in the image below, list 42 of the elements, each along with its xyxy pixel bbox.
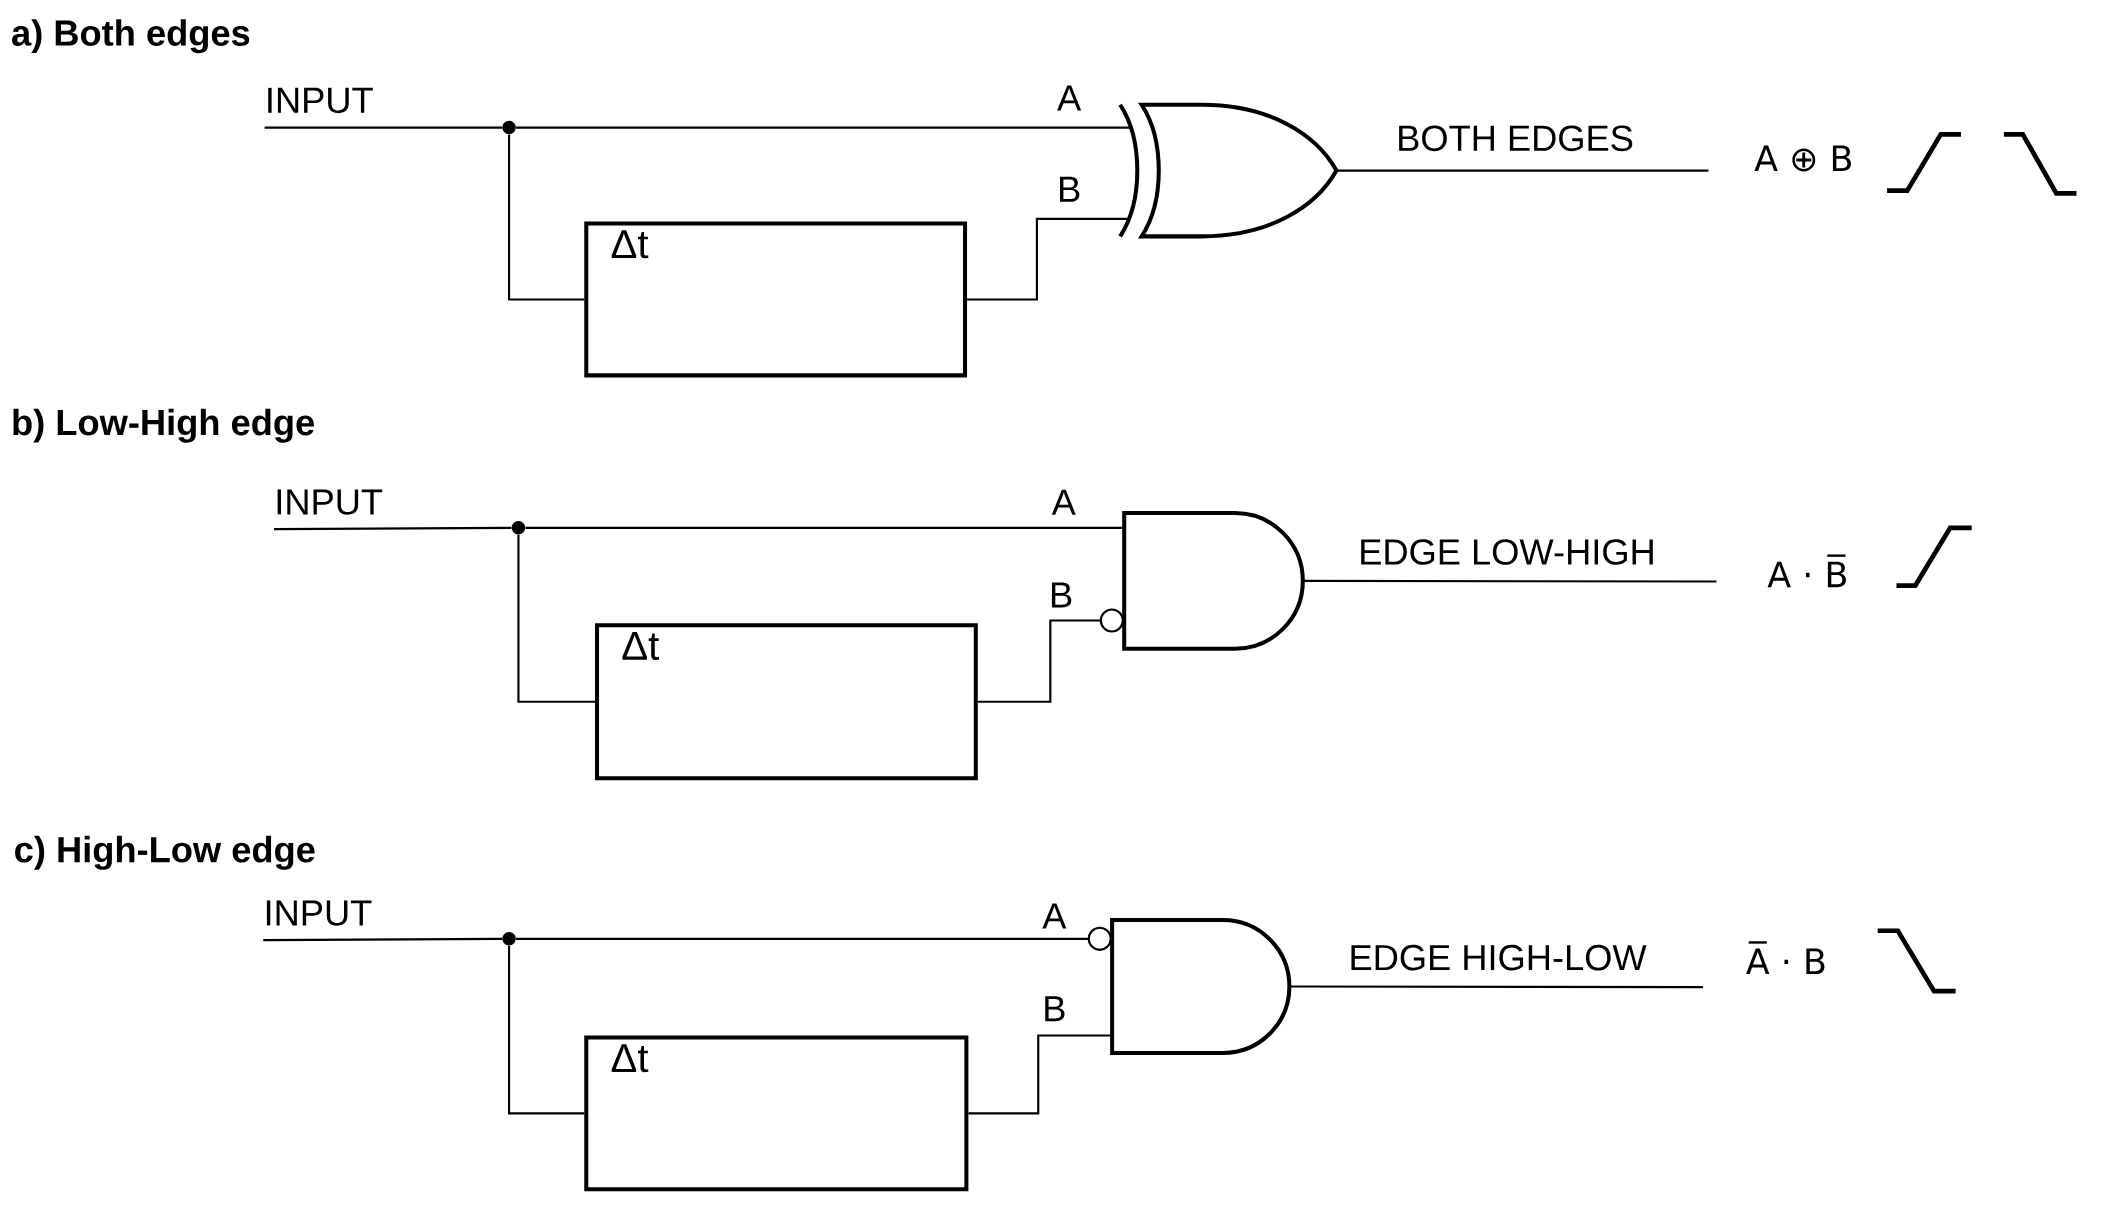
panel-title: a) Both edges xyxy=(12,19,250,54)
junction-dot xyxy=(511,521,526,535)
edge-label: EDGE HIGH-LOW xyxy=(1351,944,1647,971)
edge-label: B xyxy=(1045,996,1065,1022)
wire xyxy=(507,945,585,1115)
input-label: INPUT xyxy=(277,489,383,515)
junction-dot xyxy=(502,932,516,946)
wire xyxy=(264,126,503,129)
wire xyxy=(517,534,595,703)
edge-label: A xyxy=(1042,903,1067,929)
xor-gate xyxy=(1118,102,1339,239)
wire xyxy=(516,926,1112,951)
and-gate xyxy=(1122,510,1305,651)
wire xyxy=(516,126,1131,129)
input-label: INPUT xyxy=(266,900,372,926)
edge-label: EDGE LOW-HIGH xyxy=(1361,539,1653,565)
input-label: INPUT xyxy=(268,87,373,114)
and-gate xyxy=(1110,917,1292,1055)
wire xyxy=(525,526,1124,529)
panel-title: c) High-Low edge xyxy=(15,835,315,870)
edge-label: B xyxy=(1051,582,1072,608)
panel-title: b) Low-High edge xyxy=(13,408,314,443)
boolean-expression: A ⊕ B xyxy=(1754,145,1851,172)
wire xyxy=(1289,985,1704,989)
wire xyxy=(968,1034,1112,1115)
edge-label: B xyxy=(1060,176,1080,202)
edge-label: A xyxy=(1051,489,1076,515)
wire xyxy=(977,608,1124,703)
boolean-expression: A · B̅ xyxy=(1767,554,1846,588)
wire xyxy=(274,526,512,531)
wire xyxy=(507,134,585,301)
edge-label: A xyxy=(1057,85,1082,111)
delay-box: Δt xyxy=(584,1035,969,1192)
wire xyxy=(967,217,1131,301)
wire xyxy=(263,937,503,942)
wire xyxy=(1336,169,1709,172)
wire xyxy=(1303,579,1717,583)
junction-dot xyxy=(502,120,516,135)
delay-box: Δt xyxy=(595,623,978,781)
boolean-expression: A̅ · B xyxy=(1746,941,1825,974)
edge-label: BOTH EDGES xyxy=(1399,125,1633,152)
delay-box: Δt xyxy=(584,221,968,378)
